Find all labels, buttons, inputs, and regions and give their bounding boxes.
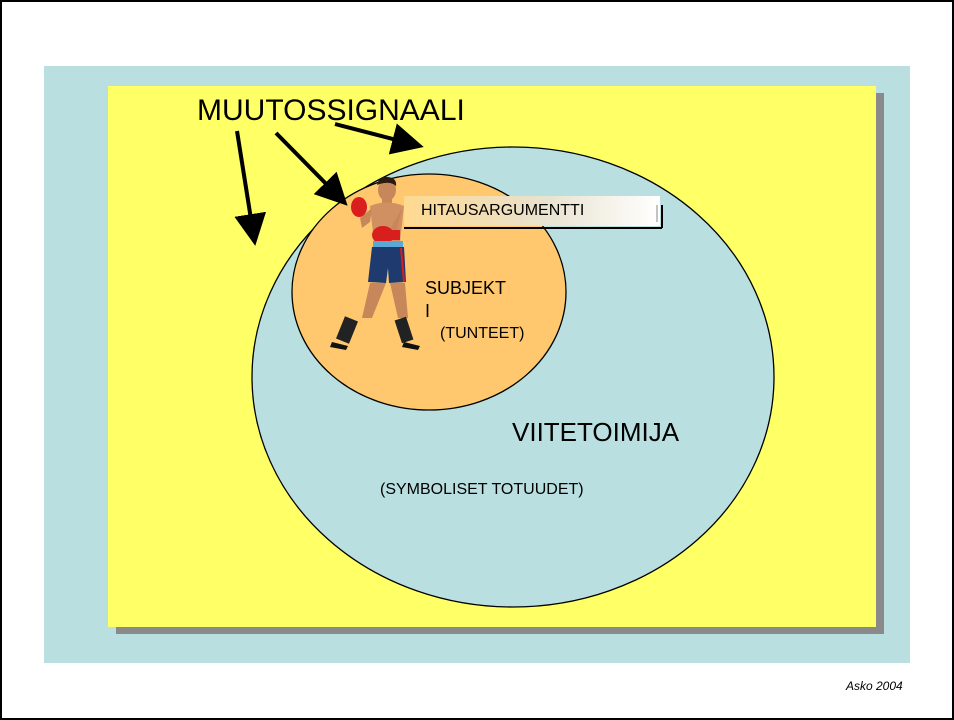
reference-actor-label: VIITETOIMIJA [512, 417, 680, 447]
subject-sub-label: (TUNTEET) [440, 325, 525, 342]
arrow-to-reference-actor [334, 122, 424, 155]
title-label: MUUTOSSIGNAALI [197, 94, 465, 127]
inertia-argument-box [404, 196, 663, 229]
reference-actor-sub-label: (SYMBOLISET TOTUUDET) [380, 481, 584, 498]
subject-circle [291, 173, 567, 411]
boxer-icon [330, 176, 420, 350]
inertia-argument-label: HITAUSARGUMENTTI [421, 202, 585, 219]
arrow-to-yellow-area [234, 130, 267, 246]
credit-label: Asko 2004 [846, 679, 903, 693]
arrow-to-subject [274, 131, 348, 206]
